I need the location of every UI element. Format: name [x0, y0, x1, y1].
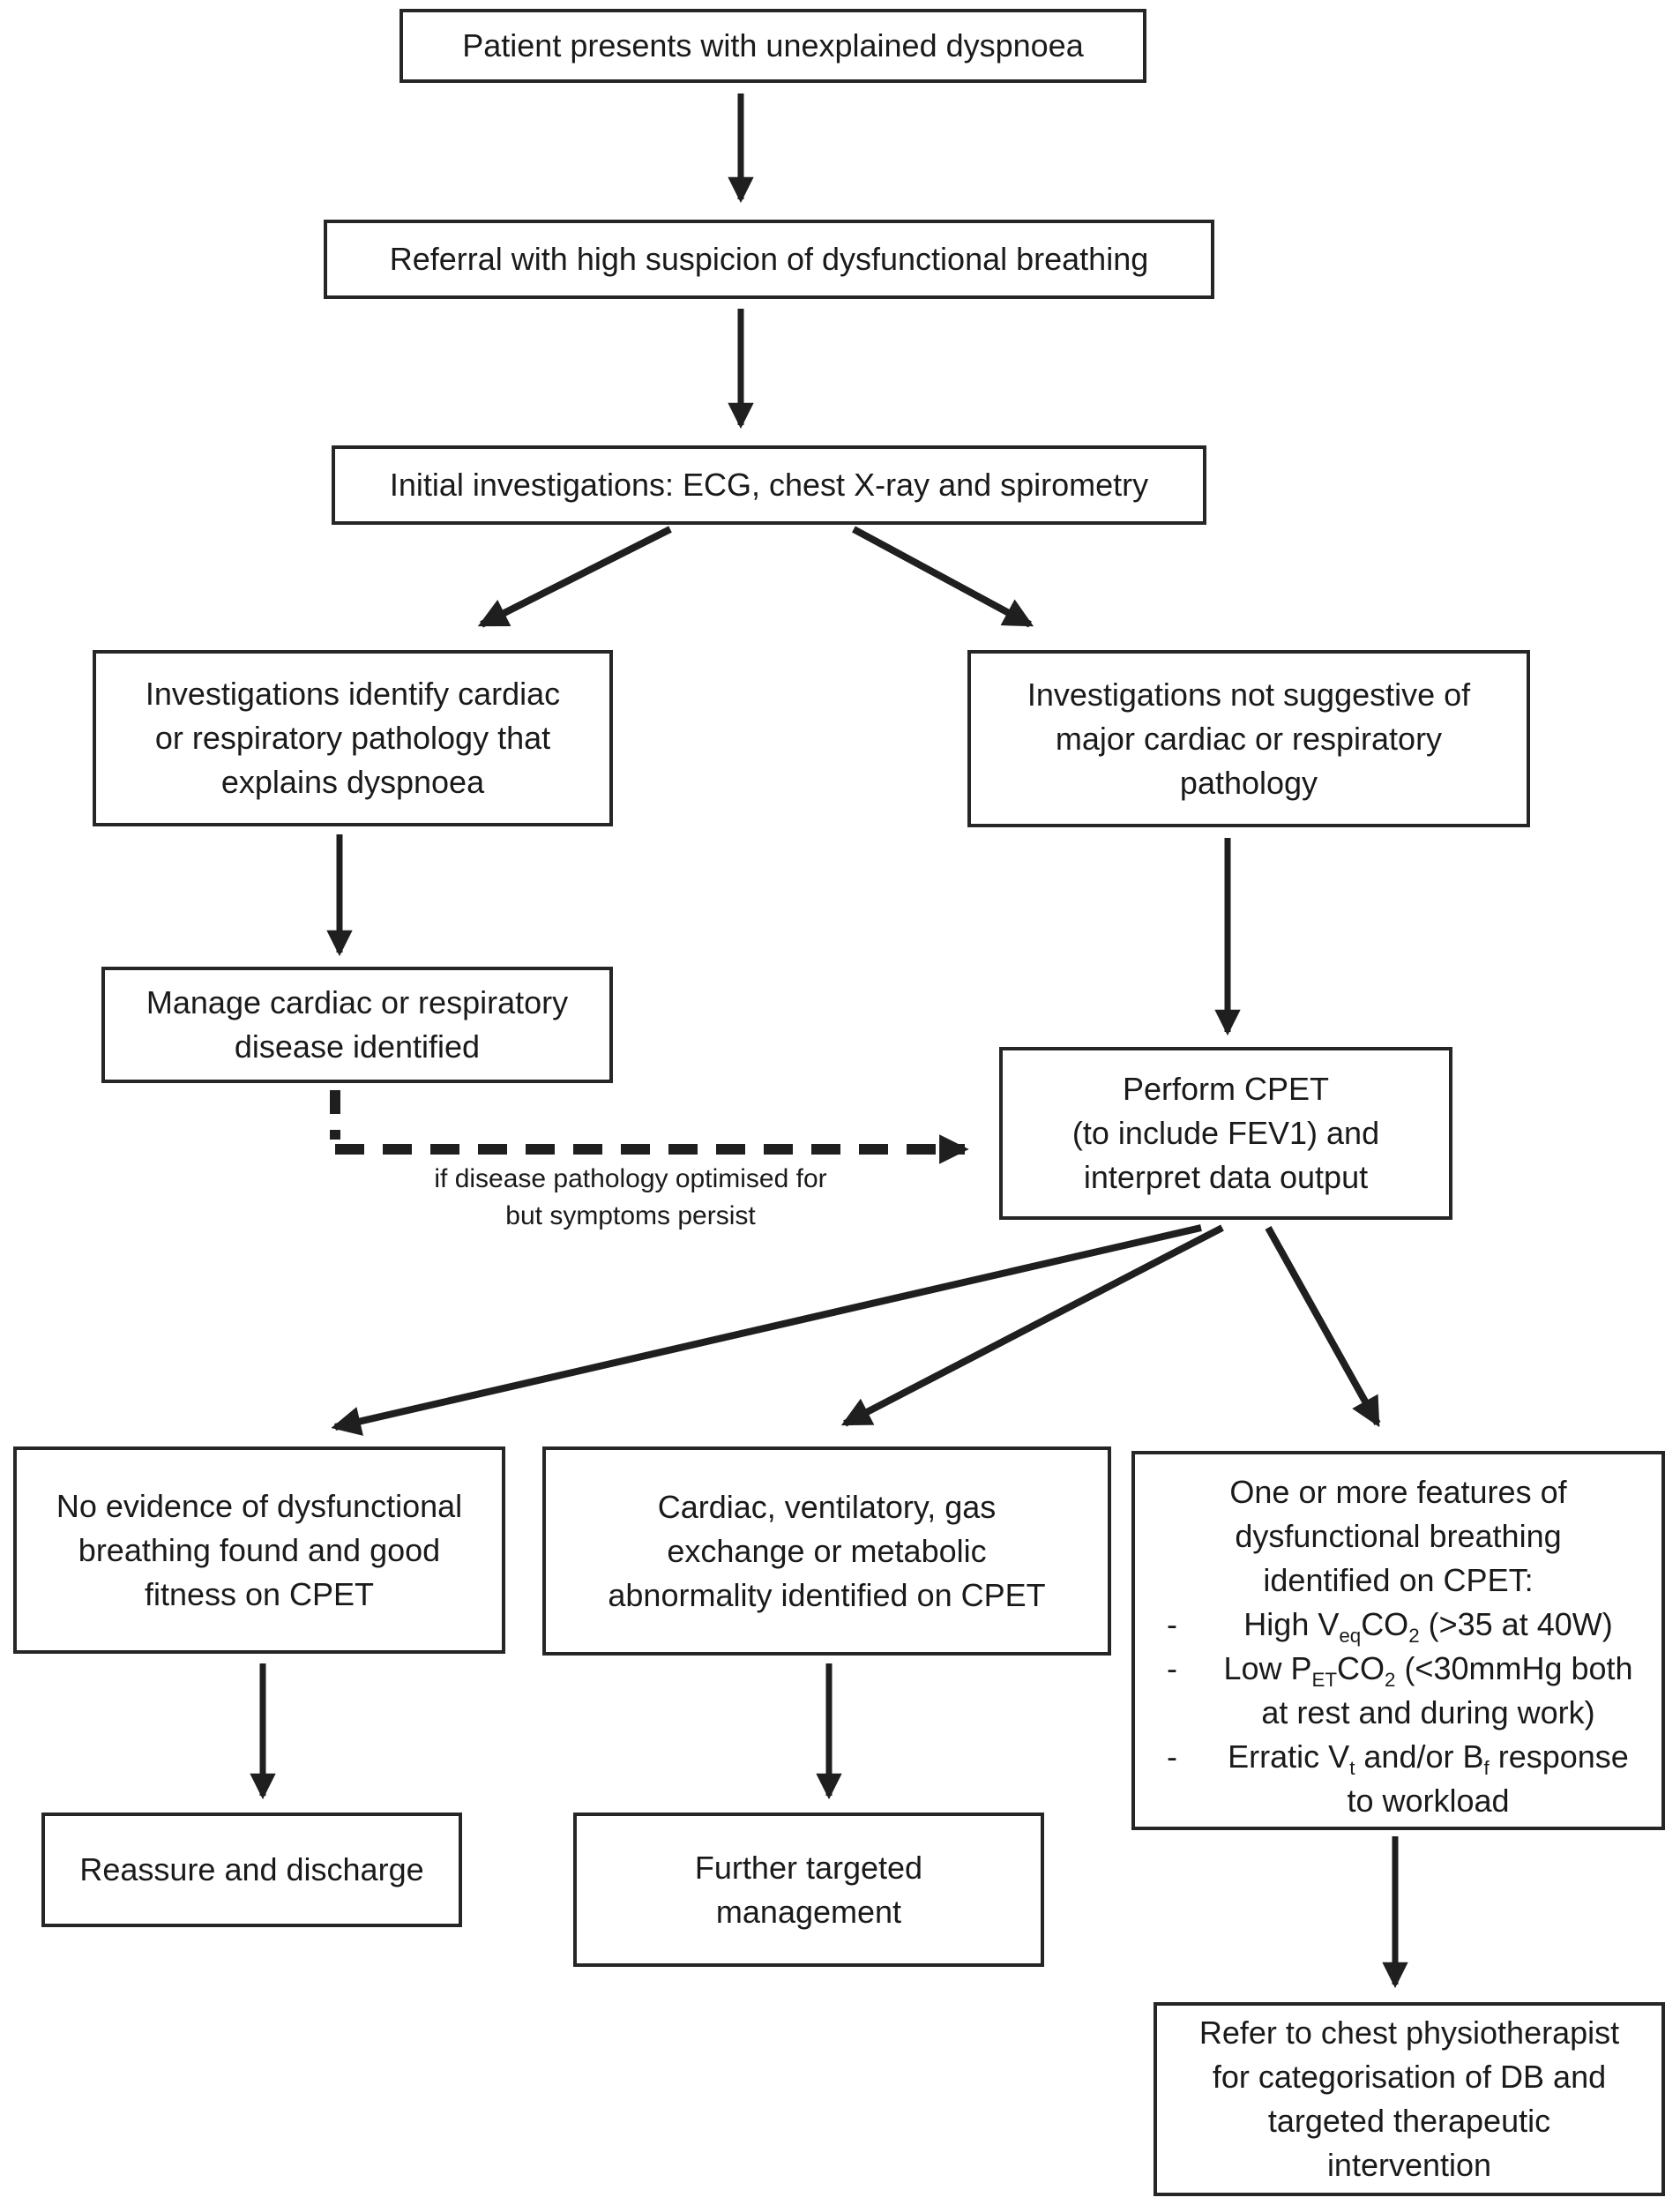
- features-bullet-list: - High VeqCO2 (>35 at 40W) - Low PETCO2 …: [1144, 1603, 1653, 1823]
- node-investigations-identify-pathology: Investigations identify cardiac or respi…: [93, 650, 613, 826]
- node-referral: Referral with high suspicion of dysfunct…: [324, 220, 1214, 299]
- node-perform-cpet: Perform CPET (to include FEV1) and inter…: [999, 1047, 1452, 1220]
- bullet-text-high-veqco2: High VeqCO2 (>35 at 40W): [1243, 1606, 1613, 1648]
- list-item: - Erratic Vt and/or Bf response to workl…: [1144, 1735, 1653, 1823]
- dashed-edge-label: if disease pathology optimised for but s…: [434, 1164, 827, 1230]
- node-abnormality-identified: Cardiac, ventilatory, gas exchange or me…: [542, 1446, 1111, 1656]
- node-further-targeted-management: Further targeted management: [573, 1813, 1044, 1967]
- node-initial-investigations: Initial investigations: ECG, chest X-ray…: [332, 445, 1206, 525]
- list-item: - High VeqCO2 (>35 at 40W): [1144, 1603, 1653, 1647]
- bullet-dash: -: [1167, 1738, 1177, 1775]
- features-title: One or more features of dysfunctional br…: [1229, 1474, 1567, 1598]
- bullet-text-low-petco2: Low PETCO2 (<30mmHg both at rest and dur…: [1223, 1650, 1633, 1730]
- node-manage-disease: Manage cardiac or respiratory disease id…: [101, 967, 613, 1083]
- arrow-initial-to-not-suggestive: [852, 526, 1034, 628]
- node-refer-physiotherapist: Refer to chest physiotherapist for categ…: [1154, 2002, 1665, 2196]
- bullet-text-erratic-vt-bf: Erratic Vt and/or Bf response to workloa…: [1228, 1738, 1629, 1819]
- arrow-cpet-to-no-evidence: [331, 1224, 1202, 1436]
- node-no-evidence: No evidence of dysfunctional breathing f…: [13, 1446, 505, 1654]
- bullet-dash: -: [1167, 1650, 1177, 1686]
- node-reassure-discharge: Reassure and discharge: [41, 1813, 462, 1927]
- arrow-cpet-to-features: [1265, 1226, 1381, 1428]
- list-item: - Low PETCO2 (<30mmHg both at rest and d…: [1144, 1647, 1653, 1735]
- node-investigations-not-suggestive: Investigations not suggestive of major c…: [967, 650, 1530, 827]
- arrow-cpet-to-abnormality: [840, 1224, 1224, 1427]
- node-patient-presents: Patient presents with unexplained dyspno…: [399, 9, 1146, 83]
- bullet-dash: -: [1167, 1606, 1177, 1642]
- node-dysfunctional-breathing-features: One or more features of dysfunctional br…: [1131, 1451, 1665, 1830]
- arrow-initial-to-identify: [477, 526, 672, 628]
